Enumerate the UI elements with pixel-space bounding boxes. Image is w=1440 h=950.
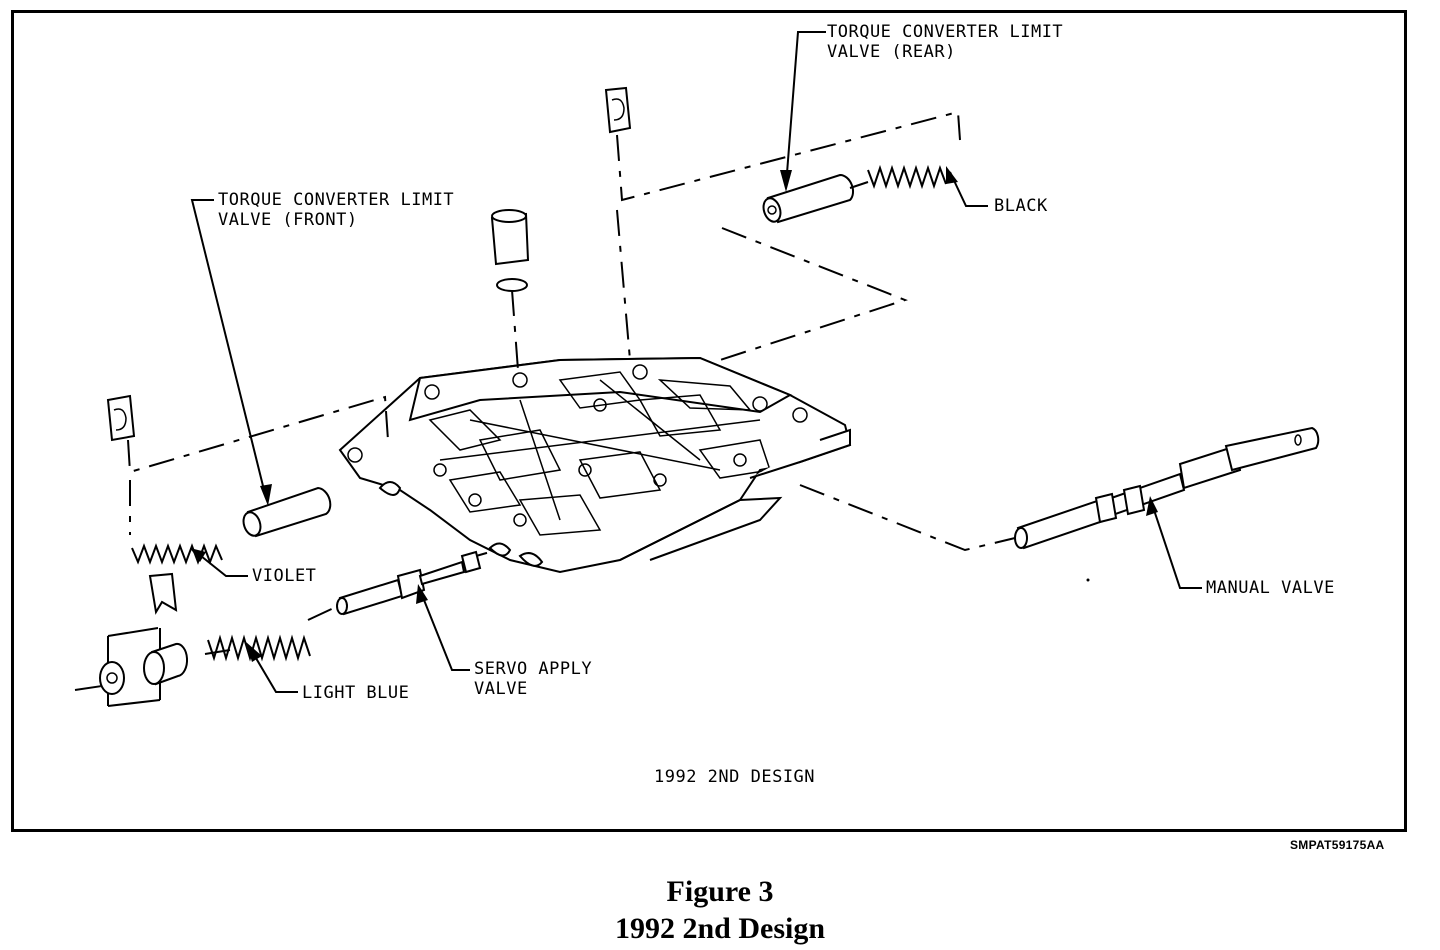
diagram-frame (11, 10, 1407, 832)
figure-caption-subtitle: 1992 2nd Design (614, 912, 826, 945)
tcl-valve-rear-parts (604, 86, 947, 224)
label-black: BLACK (994, 196, 1048, 216)
label-tcl-valve-front: TORQUE CONVERTER LIMIT VALVE (FRONT) (218, 190, 455, 230)
label-design: 1992 2ND DESIGN (654, 767, 816, 787)
valve-body (338, 356, 852, 574)
speck (1086, 578, 1090, 582)
label-tcl-valve-rear: TORQUE CONVERTER LIMIT VALVE (REAR) (827, 22, 1064, 62)
manual-valve-part (1014, 426, 1320, 550)
label-manual-valve: MANUAL VALVE (1206, 578, 1335, 598)
figure-caption-title: Figure 3 (666, 875, 774, 908)
bore-plug (490, 209, 530, 292)
drawing-code: SMPAT59175AA (1290, 838, 1385, 852)
label-servo-apply-valve: SERVO APPLY VALVE (474, 659, 593, 699)
tcl-valve-front-parts (106, 394, 332, 615)
label-light-blue: LIGHT BLUE (302, 683, 410, 703)
label-violet: VIOLET (252, 566, 317, 586)
leader-lines (190, 31, 1202, 693)
